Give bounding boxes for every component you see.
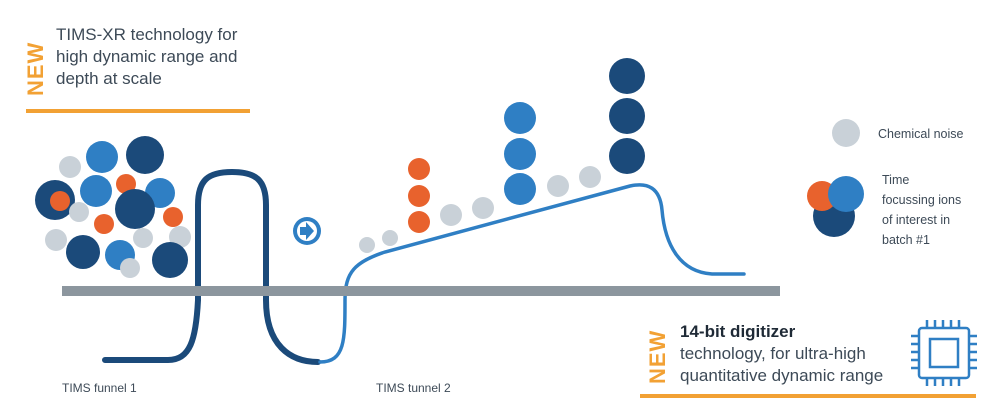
bottom-feature-title: 14-bit digitizer bbox=[680, 322, 796, 341]
funnel-label: TIMS funnel 1 bbox=[62, 381, 137, 395]
top-feature-line-3: depth at scale bbox=[56, 69, 162, 88]
top-feature-line-1: TIMS-XR technology for bbox=[56, 25, 238, 44]
tunnel-label: TIMS tunnel 2 bbox=[376, 381, 451, 395]
bottom-feature-text: 14-bit digitizer technology, for ultra-h… bbox=[680, 321, 883, 387]
new-badge-top: NEW bbox=[23, 41, 48, 96]
legend-ions-line-4: batch #1 bbox=[882, 233, 930, 247]
microchip-icon bbox=[911, 320, 977, 386]
legend-ions-swatch bbox=[807, 176, 864, 237]
arrow-right-icon bbox=[293, 217, 321, 245]
legend-ions-label: Time focussing ions of interest in batch… bbox=[882, 170, 961, 250]
separated-ions bbox=[359, 58, 645, 253]
baseline-bar bbox=[62, 286, 780, 296]
top-divider bbox=[26, 109, 250, 113]
legend-noise-swatch bbox=[832, 119, 860, 147]
legend-ions-line-3: of interest in bbox=[882, 213, 951, 227]
bottom-feature-line-2: quantitative dynamic range bbox=[680, 366, 884, 385]
bottom-divider bbox=[640, 394, 976, 398]
legend-ions-line-1: Time bbox=[882, 173, 910, 187]
tims-funnel-path bbox=[102, 168, 321, 365]
bottom-feature-line-1: technology, for ultra-high bbox=[680, 344, 866, 363]
top-feature-line-2: high dynamic range and bbox=[56, 47, 238, 66]
new-badge-bottom: NEW bbox=[645, 329, 670, 384]
legend-noise-label: Chemical noise bbox=[878, 127, 964, 141]
legend-ions-line-2: focussing ions bbox=[882, 193, 962, 207]
tims-tunnel-path bbox=[318, 183, 746, 364]
top-feature-text: TIMS-XR technology for high dynamic rang… bbox=[56, 24, 237, 90]
ion-cluster bbox=[35, 136, 191, 278]
